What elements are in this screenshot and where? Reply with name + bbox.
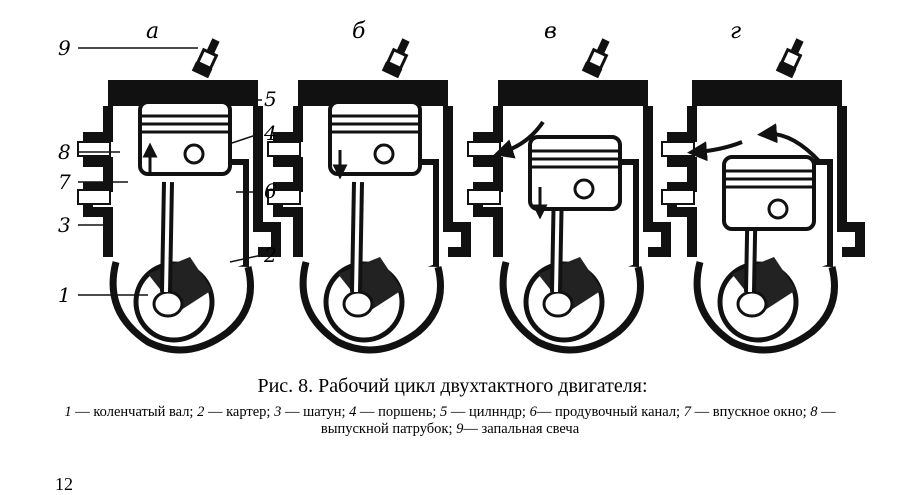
callout-4: 4 xyxy=(263,121,277,145)
page-number: 12 xyxy=(55,474,73,494)
legend-text: — выпускной патрубок; xyxy=(320,404,836,437)
callout-7: 7 xyxy=(58,170,71,194)
legend-number: 3 xyxy=(274,404,282,420)
figure-caption-title: Рис. 8. Рабочий цикл двухтактного двигат… xyxy=(257,375,648,397)
legend-text: — шатун; xyxy=(281,404,350,420)
panel-label-d: г xyxy=(730,19,741,44)
legend-number: 8 xyxy=(810,404,818,420)
legend-number: 7 xyxy=(683,404,691,420)
panel-c xyxy=(468,36,666,350)
legend-number: 5 xyxy=(440,404,448,420)
legend-number: 4 xyxy=(349,404,357,420)
legend-number: 6 xyxy=(529,404,537,420)
callout-9: 9 xyxy=(58,36,71,60)
callout-2: 2 xyxy=(263,243,277,267)
engine-cycle-figure: а б в г 9 5 4 8 7 6 3 2 1 xyxy=(58,19,905,372)
legend-text: — цилнндр; xyxy=(447,404,530,420)
exhaust-arrow xyxy=(687,140,743,162)
panel-d xyxy=(662,36,860,350)
legend-number: 2 xyxy=(197,404,205,420)
panel-a xyxy=(78,36,276,350)
legend-text: — коленчатый вал; xyxy=(71,404,198,420)
legend-text: — продувочный канал; xyxy=(536,404,684,420)
legend-text: — впускное окно; xyxy=(690,404,811,420)
callout-1: 1 xyxy=(58,283,71,307)
panel-b xyxy=(268,36,466,350)
callout-5: 5 xyxy=(264,87,277,111)
legend-text: — запальная свеча xyxy=(463,421,580,437)
callout-8: 8 xyxy=(58,140,71,164)
callout-6: 6 xyxy=(264,179,277,203)
panel-label-b: б xyxy=(352,19,366,44)
panel-label-c: в xyxy=(544,19,557,44)
legend-text: — поршень; xyxy=(356,404,441,420)
legend-number: 9 xyxy=(456,421,464,437)
figure-caption-legend: 1 — коленчатый вал; 2 — картер; 3 — шату… xyxy=(55,404,845,438)
exhaust-arrow xyxy=(493,120,545,159)
panel-label-a: а xyxy=(146,19,159,44)
legend-number: 1 xyxy=(64,404,72,420)
legend-text: — картер; xyxy=(204,404,275,420)
callout-3: 3 xyxy=(58,213,71,237)
callouts xyxy=(78,47,263,296)
scavenge-arrow xyxy=(757,123,822,164)
